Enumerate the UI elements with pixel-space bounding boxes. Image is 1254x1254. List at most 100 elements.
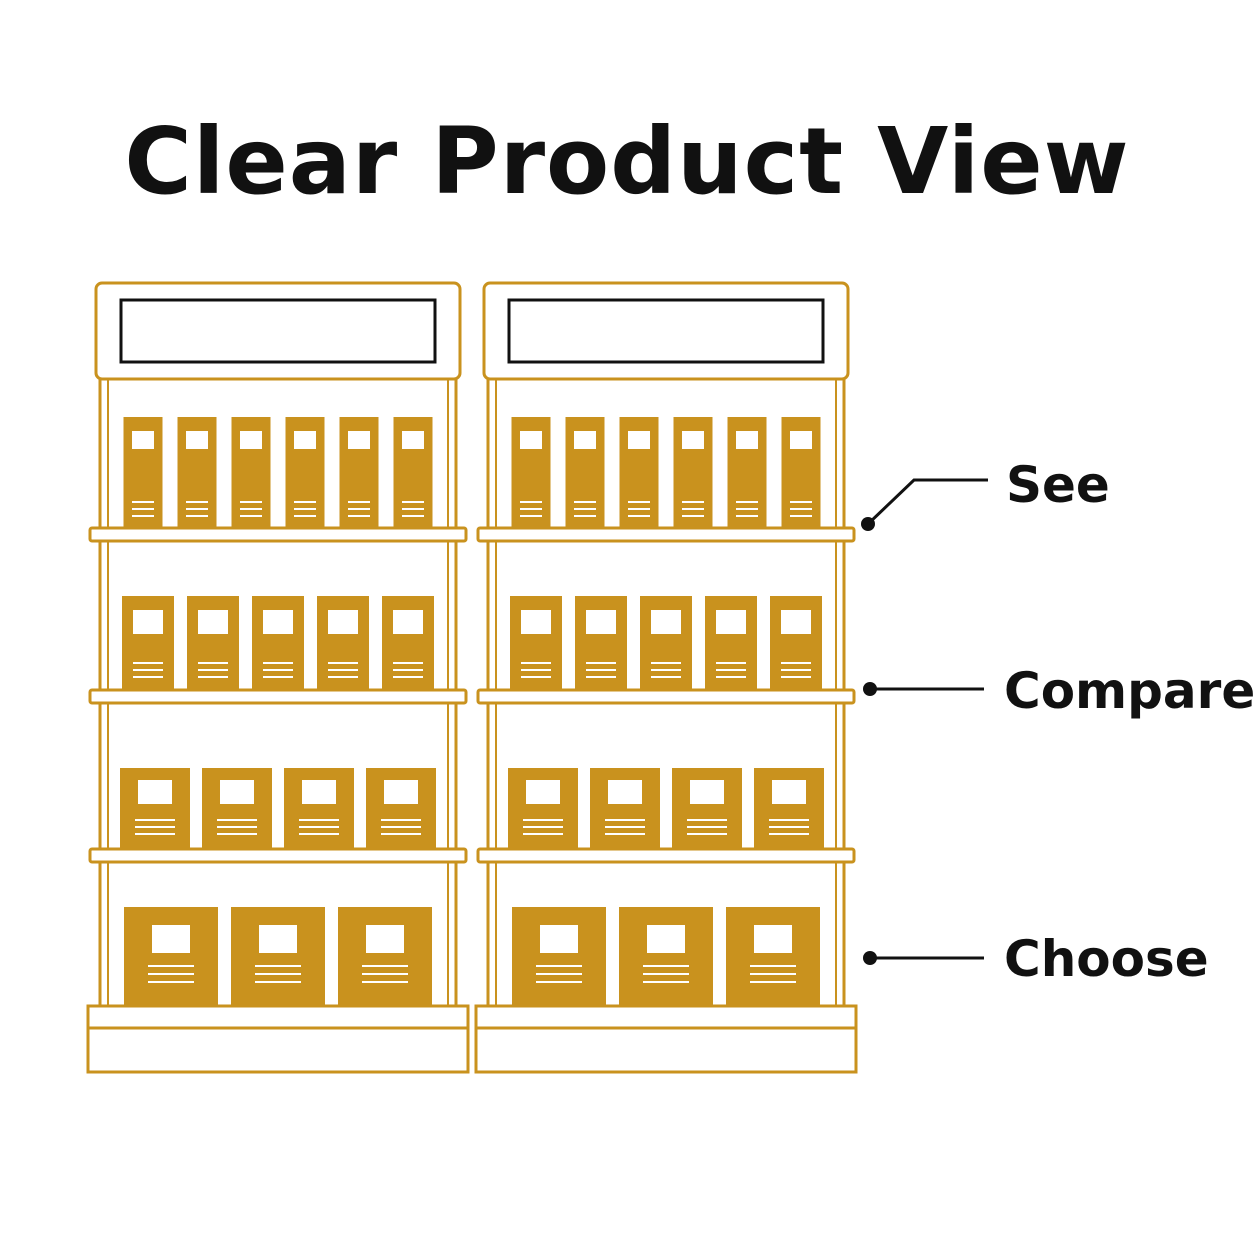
product-body — [124, 907, 218, 1006]
product-box — [673, 417, 713, 528]
product-box — [565, 417, 605, 528]
product-window — [736, 431, 758, 449]
product-window — [781, 610, 811, 634]
sign-panel — [507, 298, 825, 364]
product-window — [186, 431, 208, 449]
product-window — [240, 431, 262, 449]
product-box — [124, 907, 218, 1006]
product-box — [187, 596, 239, 690]
base-plinth — [474, 1026, 858, 1074]
product-body — [619, 907, 713, 1006]
product-box — [672, 768, 742, 849]
product-window — [263, 610, 293, 634]
product-box — [705, 596, 757, 690]
product-box — [781, 417, 821, 528]
page-title: Clear Product View — [124, 108, 1130, 215]
product-window — [366, 925, 404, 953]
callout-label-compare: Compare — [1004, 662, 1254, 720]
product-box — [284, 768, 354, 849]
product-body — [338, 907, 432, 1006]
product-box — [510, 596, 562, 690]
product-window — [402, 431, 424, 449]
product-box — [512, 907, 606, 1006]
product-window — [772, 780, 806, 804]
product-window — [259, 925, 297, 953]
product-body — [512, 907, 606, 1006]
product-box — [252, 596, 304, 690]
callout-label-choose: Choose — [1004, 930, 1209, 988]
product-window — [152, 925, 190, 953]
product-box — [770, 596, 822, 690]
product-window — [198, 610, 228, 634]
shelf-3 — [88, 847, 468, 864]
product-window — [754, 925, 792, 953]
product-window — [294, 431, 316, 449]
product-window — [220, 780, 254, 804]
product-box — [177, 417, 217, 528]
product-window — [790, 431, 812, 449]
product-box — [575, 596, 627, 690]
product-window — [328, 610, 358, 634]
product-box — [122, 596, 174, 690]
product-box — [123, 417, 163, 528]
product-window — [647, 925, 685, 953]
product-window — [520, 431, 542, 449]
base-kick — [474, 1004, 858, 1030]
product-box — [338, 907, 432, 1006]
product-box — [511, 417, 551, 528]
callout-line-see — [866, 478, 988, 526]
product-window — [682, 431, 704, 449]
base-kick — [86, 1004, 470, 1030]
product-window — [628, 431, 650, 449]
product-box — [754, 768, 824, 849]
product-box — [339, 417, 379, 528]
product-box — [120, 768, 190, 849]
product-box — [285, 417, 325, 528]
product-window — [540, 925, 578, 953]
callout-label-see: See — [1006, 456, 1110, 514]
shelf-2 — [88, 688, 468, 705]
product-box — [202, 768, 272, 849]
product-box — [393, 417, 433, 528]
product-window — [393, 610, 423, 634]
shelf-unit-right — [474, 281, 858, 1074]
callouts — [861, 478, 988, 965]
product-window — [384, 780, 418, 804]
product-window — [574, 431, 596, 449]
product-box — [619, 417, 659, 528]
product-window — [138, 780, 172, 804]
product-box — [726, 907, 820, 1006]
shelf-unit-left — [86, 281, 470, 1074]
sign-panel — [119, 298, 437, 364]
product-box — [366, 768, 436, 849]
product-box — [619, 907, 713, 1006]
product-box — [317, 596, 369, 690]
product-window — [586, 610, 616, 634]
product-box — [231, 417, 271, 528]
product-box — [231, 907, 325, 1006]
product-window — [608, 780, 642, 804]
product-box — [640, 596, 692, 690]
product-box — [382, 596, 434, 690]
shelf-2 — [476, 688, 856, 705]
product-body — [231, 907, 325, 1006]
product-window — [302, 780, 336, 804]
shelf-1 — [88, 526, 468, 543]
shelf-3 — [476, 847, 856, 864]
product-window — [521, 610, 551, 634]
product-box — [508, 768, 578, 849]
product-box — [590, 768, 660, 849]
product-window — [690, 780, 724, 804]
product-box — [727, 417, 767, 528]
product-window — [132, 431, 154, 449]
product-window — [526, 780, 560, 804]
product-window — [651, 610, 681, 634]
base-plinth — [86, 1026, 470, 1074]
product-window — [716, 610, 746, 634]
product-body — [726, 907, 820, 1006]
product-window — [348, 431, 370, 449]
shelf-1 — [476, 526, 856, 543]
product-window — [133, 610, 163, 634]
